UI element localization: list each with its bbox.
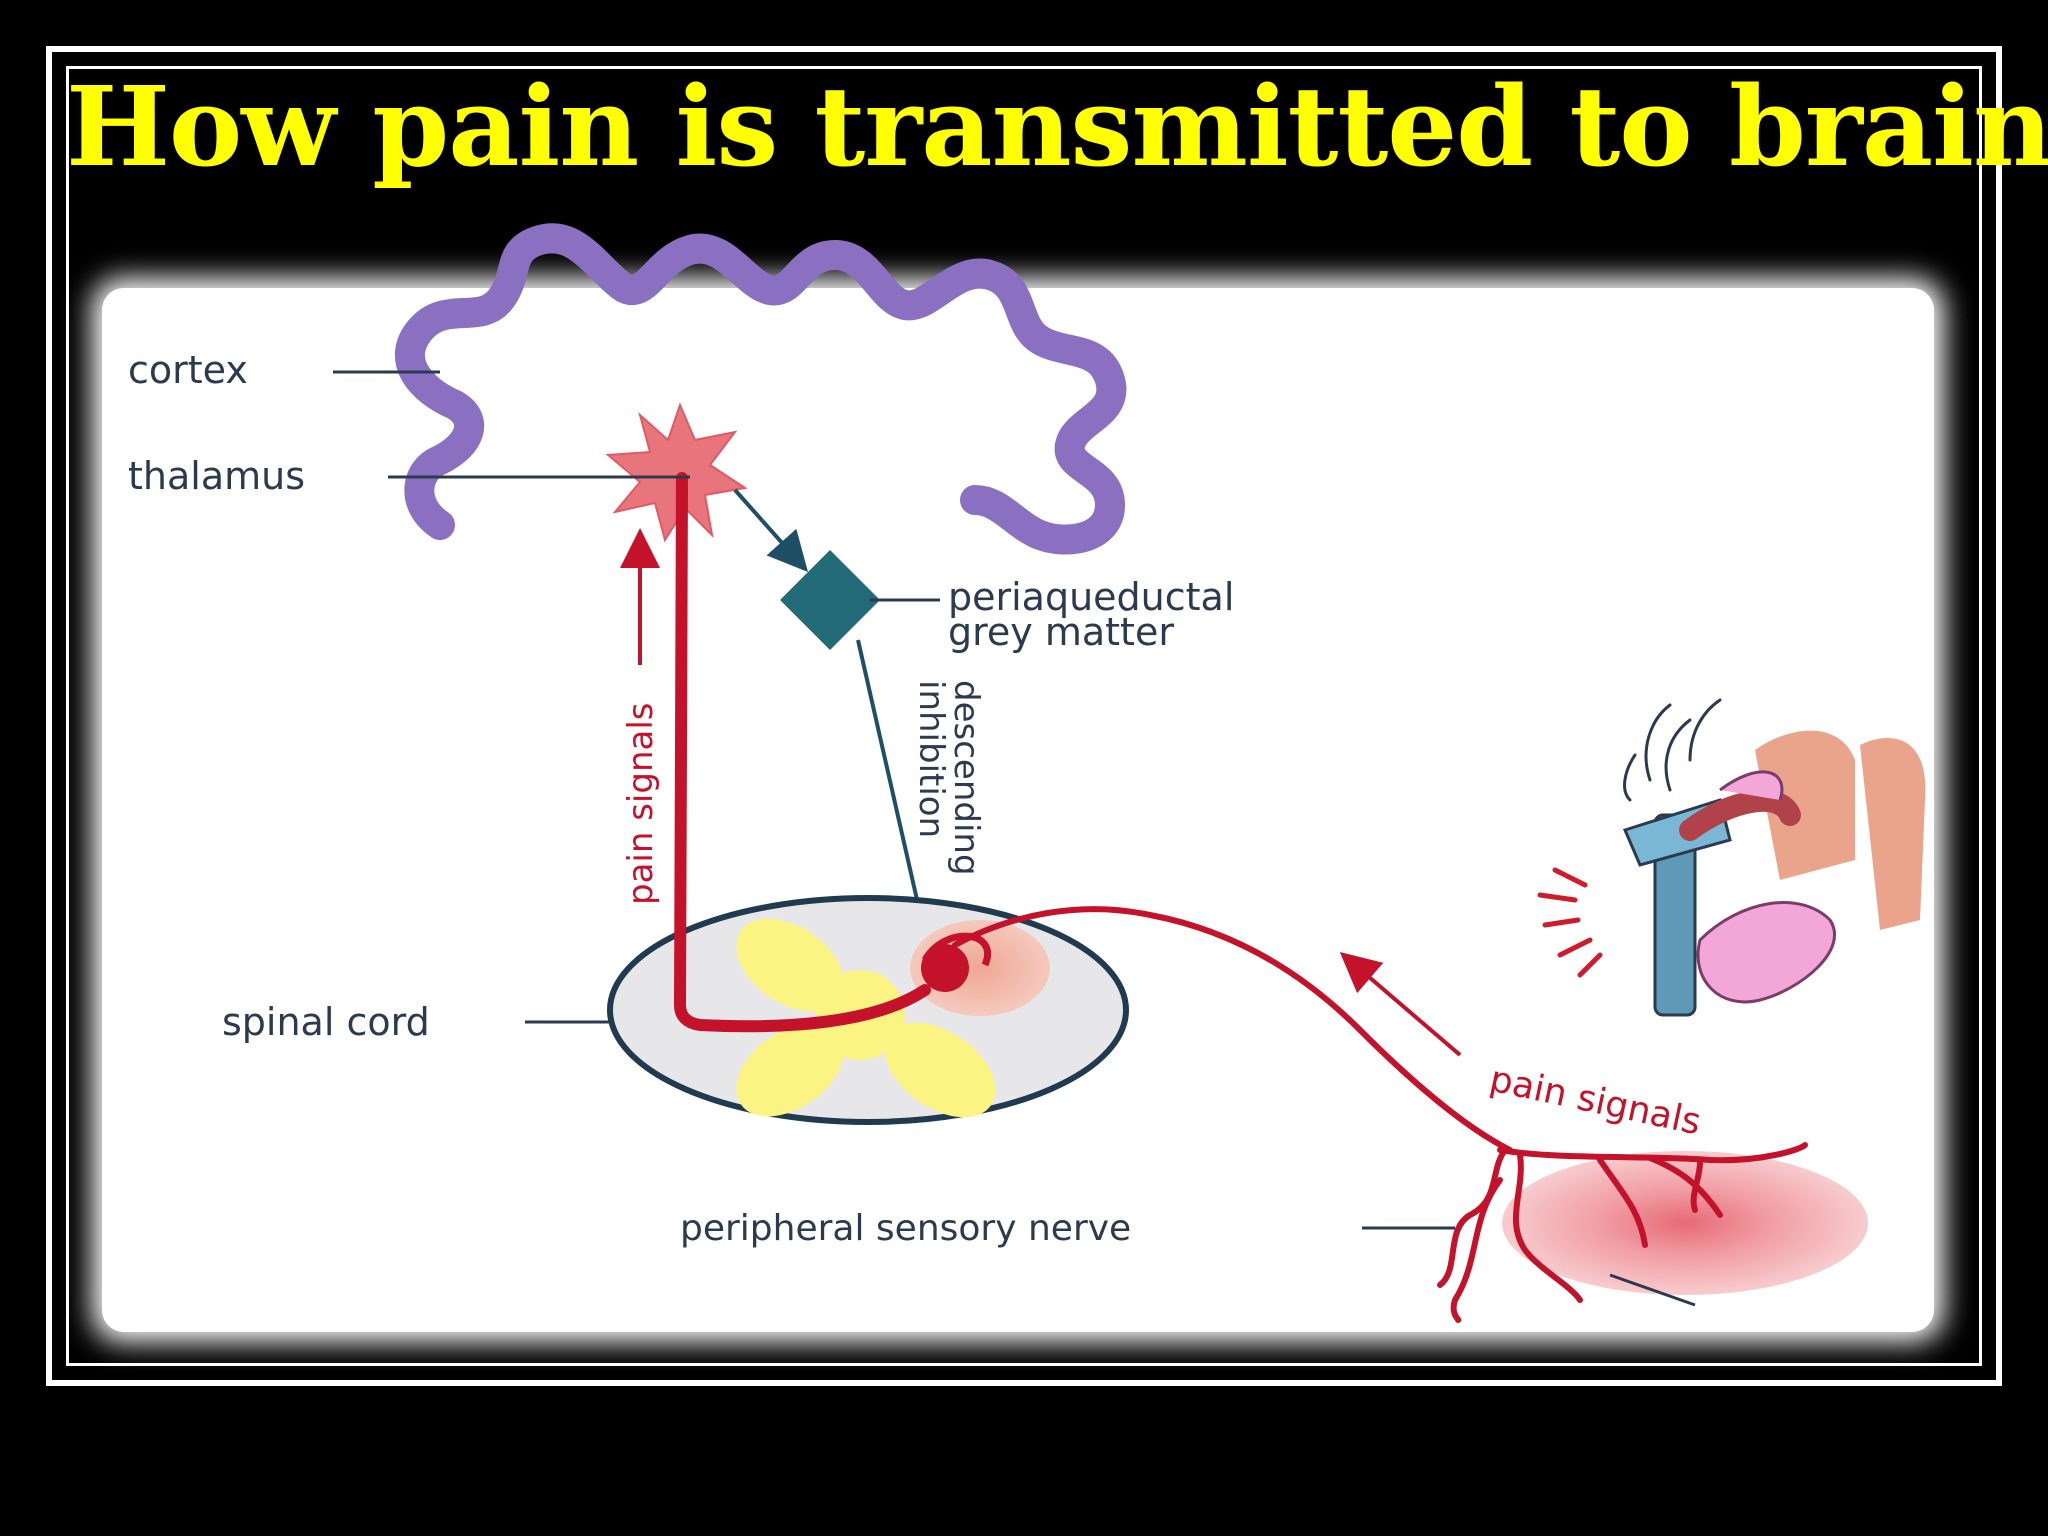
thalamus-to-pag-arrow <box>733 488 808 572</box>
slide-outer-frame <box>46 46 2002 1386</box>
synapse-node <box>921 944 969 992</box>
descending-inhibition-label-line1: descending <box>946 680 986 876</box>
hammer-hand-illustration <box>1537 698 1926 1017</box>
leader-lines <box>333 370 1455 1230</box>
descending-inhibition-label-line2: inhibition <box>911 680 951 838</box>
peripheral-nerve <box>952 906 1513 1153</box>
pag-label-line2: grey matter <box>948 610 1174 654</box>
slide-inner-frame <box>66 66 1982 1366</box>
ascending-pain-pathway <box>673 472 931 1033</box>
descending-inhibition-arrow <box>856 639 939 947</box>
cortex-label: cortex <box>128 348 248 392</box>
pag-diamond <box>780 550 880 650</box>
thalamus-label: thalamus <box>128 454 305 498</box>
pain-signals-up-label: pain signals <box>621 702 661 905</box>
spinal-cord-label: spinal cord <box>222 1000 430 1044</box>
peripheral-nerve-label: peripheral sensory nerve <box>680 1208 1131 1249</box>
diagram-panel <box>102 288 1934 1332</box>
injury-pointer <box>1609 1273 1696 1307</box>
thalamus-star <box>605 402 748 543</box>
slide-title: How pain is transmitted to brain <box>66 62 2048 191</box>
pag-label-line1: periaqueductal <box>948 575 1234 619</box>
nerve-branches <box>1437 1142 1808 1323</box>
injury-site <box>1502 1151 1868 1295</box>
cortex-shape <box>394 223 1127 555</box>
grey-matter-butterfly <box>736 918 996 1118</box>
pain-signals-nerve-arrow <box>1339 951 1462 1057</box>
